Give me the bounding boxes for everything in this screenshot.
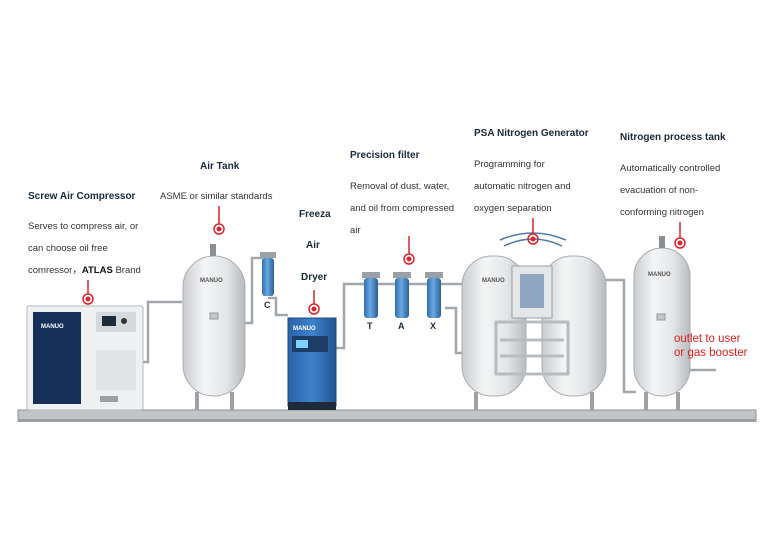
nitrogen-process-tank: MANUO — [633, 236, 691, 410]
filter-x-label: X — [430, 321, 437, 331]
filter-a-label: A — [398, 321, 405, 331]
precision-filter-desc-line-3: air — [350, 225, 361, 236]
compressor-description: Serves to compress air, or can choose oi… — [28, 216, 141, 282]
markers — [82, 206, 686, 315]
nitrogen-tank-logo: MANUO — [648, 272, 671, 278]
air-tank: MANUO — [182, 244, 246, 410]
psa-title: PSA Nitrogen Generator — [474, 128, 589, 139]
dryer-title-line-1: Freeza — [299, 209, 331, 220]
nitrogen-tank-title: Nitrogen process tank — [620, 132, 726, 143]
psa-logo: MANUO — [482, 278, 505, 284]
outlet-label: outlet to user or gas booster — [674, 332, 748, 360]
compressor-logo: MANUO — [41, 324, 64, 330]
air-tank-logo: MANUO — [200, 278, 223, 284]
marker-compressor — [82, 280, 94, 305]
base-platform — [17, 409, 757, 422]
marker-air-tank — [213, 206, 225, 235]
compressor-desc-prefix: comressor， — [28, 265, 82, 276]
filter-t-label: T — [367, 321, 373, 331]
precision-filter-title: Precision filter — [350, 150, 420, 161]
compressor-title: Screw Air Compressor — [28, 191, 136, 202]
filter-x — [425, 272, 443, 318]
compressor-desc-line-2: can choose oil free — [28, 243, 108, 254]
compressor-desc-line-3: comressor，ATLAS Brand — [28, 260, 141, 282]
filter-c-label: C — [264, 300, 271, 310]
marker-psa — [527, 218, 539, 245]
filter-c — [260, 252, 276, 296]
psa-desc-line-2: automatic nitrogen and — [474, 181, 571, 192]
precision-filter-desc-line-2: and oil from compressed — [350, 203, 455, 214]
dryer-title-line-2: Air — [306, 240, 320, 251]
psa-nitrogen-generator: MANUO — [461, 232, 607, 410]
marker-nitrogen-tank — [674, 222, 686, 249]
air-tank-desc-line-1: ASME or similar standards — [160, 191, 273, 202]
air-tank-title: Air Tank — [200, 161, 240, 172]
screw-air-compressor: MANUO — [26, 305, 144, 411]
compressor-desc-suffix: Brand — [112, 265, 141, 276]
filter-a — [393, 272, 411, 318]
psa-desc-line-1: Programming for — [474, 159, 545, 170]
nitrogen-tank-desc-line-1: Automatically controlled — [620, 163, 721, 174]
marker-dryer — [308, 290, 320, 315]
psa-desc-line-3: oxygen separation — [474, 203, 552, 214]
dryer-title-line-3: Dryer — [301, 272, 328, 283]
compressor-brand: ATLAS — [81, 265, 113, 276]
precision-filter-description: Removal of dust, water, and oil from com… — [350, 176, 454, 242]
freeze-air-dryer: MANUO — [287, 317, 337, 410]
outlet-line-1: outlet to user — [674, 333, 741, 345]
air-tank-description: ASME or similar standards — [160, 186, 272, 208]
filter-t — [362, 272, 380, 318]
dryer-logo: MANUO — [293, 326, 316, 332]
nitrogen-tank-description: Automatically controlled evacuation of n… — [620, 158, 720, 224]
nitrogen-tank-desc-line-3: conforming nitrogen — [620, 207, 704, 218]
nitrogen-tank-desc-line-2: evacuation of non- — [620, 185, 699, 196]
precision-filter-desc-line-1: Removal of dust, water, — [350, 181, 450, 192]
outlet-line-2: or gas booster — [674, 347, 748, 359]
marker-filter — [403, 236, 415, 265]
compressor-desc-line-1: Serves to compress air, or — [28, 221, 139, 232]
psa-description: Programming for automatic nitrogen and o… — [474, 154, 571, 220]
